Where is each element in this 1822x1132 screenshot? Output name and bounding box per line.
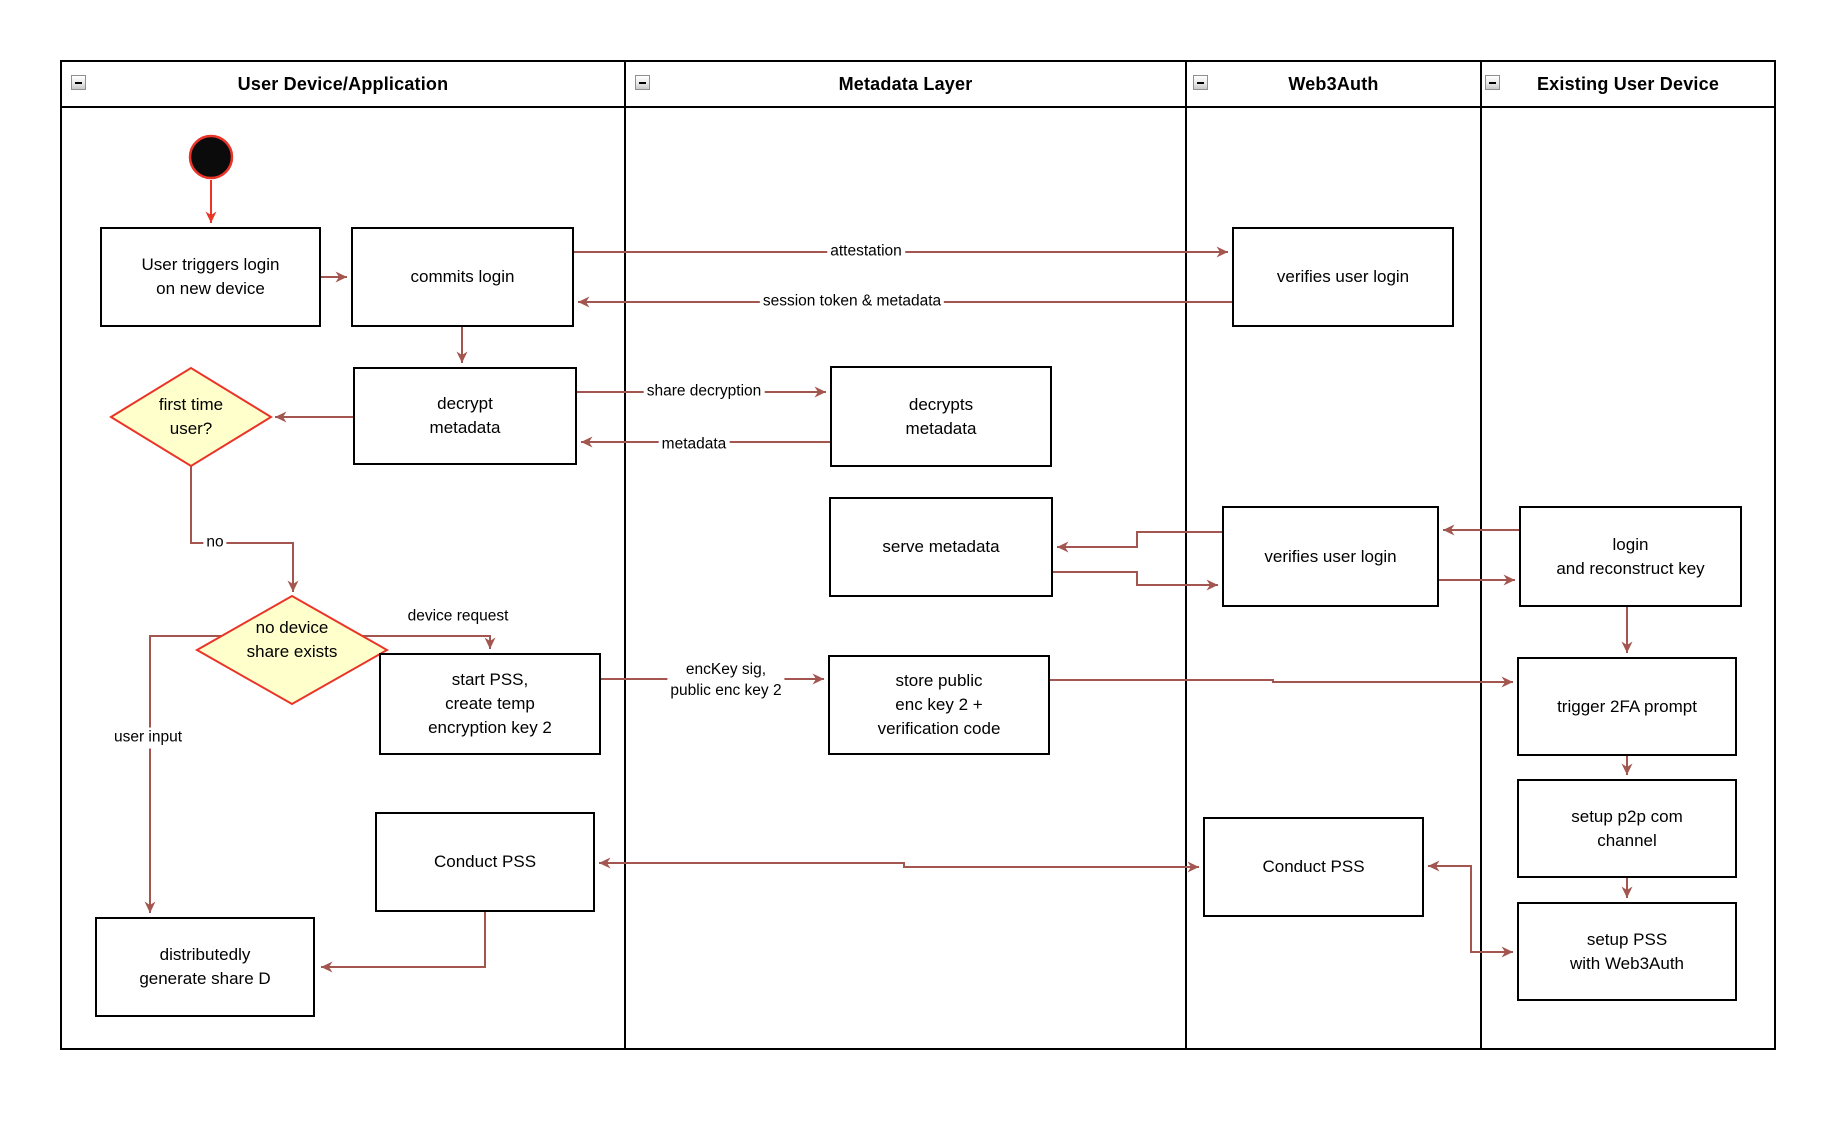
lane-header-divider: [60, 106, 1776, 108]
lane-title: Web3Auth: [1288, 73, 1379, 94]
collapse-minus-icon[interactable]: [1193, 75, 1208, 90]
lane-header-existing-user-device[interactable]: Existing User Device: [1482, 62, 1774, 106]
node-label: commits login: [410, 267, 515, 287]
lane-divider-3: [1480, 60, 1482, 1048]
node-verifies-user-login-mid[interactable]: verifies user login: [1222, 506, 1439, 607]
edge-device-request[interactable]: [362, 635, 496, 649]
node-label: Conduct PSS: [433, 852, 537, 872]
decision-no-device-share[interactable]: [194, 594, 390, 706]
lane-title: Existing User Device: [1536, 73, 1720, 94]
collapse-minus-icon[interactable]: [1485, 75, 1500, 90]
node-label: setup p2p com channel: [1571, 806, 1683, 850]
node-label: login and reconstruct key: [1556, 534, 1705, 578]
edge-store-to-trigger-2fa[interactable]: [1050, 676, 1513, 688]
node-label: verifies user login: [1264, 546, 1397, 566]
node-setup-pss-web3auth[interactable]: setup PSS with Web3Auth: [1517, 902, 1737, 1001]
node-serve-metadata[interactable]: serve metadata: [829, 497, 1053, 597]
lane-title: Metadata Layer: [838, 73, 973, 94]
node-user-triggers-login[interactable]: User triggers login on new device: [100, 227, 321, 327]
decision-first-time-user[interactable]: [109, 366, 273, 468]
node-conduct-pss-web3auth[interactable]: Conduct PSS: [1203, 817, 1424, 917]
node-label: trigger 2FA prompt: [1557, 696, 1697, 716]
edge-serve-to-verifies[interactable]: [1053, 571, 1218, 591]
edge-label-session-token[interactable]: session token & metadata: [759, 291, 945, 313]
edge-label-user-input[interactable]: user input: [110, 727, 186, 749]
edge-user-input[interactable]: [144, 635, 222, 913]
edge-label-device-request[interactable]: device request: [404, 606, 512, 628]
node-trigger-2fa-prompt[interactable]: trigger 2FA prompt: [1517, 657, 1737, 756]
lane-header-web3auth[interactable]: Web3Auth: [1187, 62, 1480, 106]
lane-header-user-device[interactable]: User Device/Application: [62, 62, 624, 106]
edge-label-enckey-sig[interactable]: encKey sig, public enc key 2: [667, 660, 785, 702]
edge-conduct-pss-link[interactable]: [599, 857, 1199, 873]
node-setup-p2p-channel[interactable]: setup p2p com channel: [1517, 779, 1737, 878]
node-commits-login[interactable]: commits login: [351, 227, 574, 327]
lane-divider-1: [624, 60, 626, 1048]
edge-label-share-decryption[interactable]: share decryption: [643, 381, 765, 403]
node-decrypts-metadata[interactable]: decrypts metadata: [830, 366, 1052, 467]
node-label: Conduct PSS: [1262, 857, 1365, 877]
node-label: distributedly generate share D: [139, 945, 271, 988]
edge-conduct-to-distributed[interactable]: [321, 912, 486, 973]
node-label: start PSS, create temp encryption key 2: [428, 670, 552, 737]
node-decrypt-metadata[interactable]: decrypt metadata: [353, 367, 577, 465]
node-label: decrypt metadata: [429, 394, 501, 437]
node-login-reconstruct-key[interactable]: login and reconstruct key: [1519, 506, 1742, 607]
node-label: store public enc key 2 + verification co…: [877, 671, 1001, 738]
edge-conduct-setup-pss-link[interactable]: [1428, 860, 1513, 958]
node-store-public-enc-key[interactable]: store public enc key 2 + verification co…: [828, 655, 1050, 755]
edge-label-no[interactable]: no: [203, 532, 227, 554]
diagram-frame: [60, 60, 1776, 1050]
edge-label-metadata[interactable]: metadata: [658, 434, 730, 456]
node-verifies-user-login-top[interactable]: verifies user login: [1232, 227, 1454, 327]
start-node[interactable]: [188, 134, 234, 180]
collapse-minus-icon[interactable]: [71, 75, 86, 90]
node-start-pss[interactable]: start PSS, create temp encryption key 2: [379, 653, 601, 755]
edge-verifies-to-serve[interactable]: [1057, 531, 1222, 553]
node-conduct-pss-user[interactable]: Conduct PSS: [375, 812, 595, 912]
edge-label-attestation[interactable]: attestation: [827, 241, 905, 263]
node-label: verifies user login: [1276, 267, 1410, 287]
node-label: serve metadata: [882, 537, 1000, 557]
lane-title: User Device/Application: [237, 73, 449, 94]
lane-divider-2: [1185, 60, 1187, 1048]
node-distributedly-generate-share[interactable]: distributedly generate share D: [95, 917, 315, 1017]
node-label: setup PSS with Web3Auth: [1569, 929, 1685, 973]
lane-header-metadata-layer[interactable]: Metadata Layer: [626, 62, 1185, 106]
node-label: User triggers login on new device: [141, 255, 280, 298]
node-label: decrypts metadata: [905, 394, 977, 438]
edge-no-branch[interactable]: [190, 466, 299, 592]
collapse-minus-icon[interactable]: [635, 75, 650, 90]
